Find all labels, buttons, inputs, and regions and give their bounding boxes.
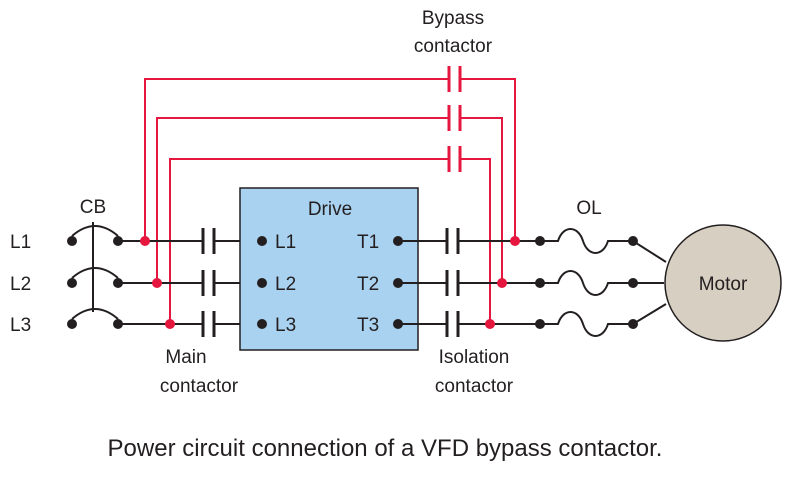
- diagram-caption: Power circuit connection of a VFD bypass…: [108, 435, 663, 462]
- drive-input-L3: L3: [275, 315, 296, 336]
- isolation-contactor-label-2: contactor: [435, 376, 514, 397]
- line-L3-label: L3: [10, 315, 31, 336]
- cb-label: CB: [80, 197, 106, 218]
- overload-relays: [535, 228, 638, 337]
- motor-wiring: [632, 240, 667, 325]
- motor: [664, 224, 782, 342]
- junction-dot-T2: [497, 278, 507, 288]
- junction-dot-L3: [165, 319, 175, 329]
- junction-dot-T3: [485, 319, 495, 329]
- line-L1-label: L1: [10, 232, 31, 253]
- drive-output-T3: T3: [357, 315, 379, 336]
- drive-label: Drive: [308, 199, 352, 220]
- bypass-wiring: [144, 66, 516, 324]
- motor-label: Motor: [699, 274, 748, 295]
- output-wiring: [398, 228, 540, 337]
- drive-output-T2: T2: [357, 274, 379, 295]
- drive-output-T1: T1: [357, 232, 379, 253]
- line-L2-label: L2: [10, 274, 31, 295]
- circuit-breaker: [67, 222, 123, 329]
- isolation-contactor-label-1: Isolation: [439, 347, 510, 368]
- bypass-contactor-label-2: contactor: [414, 36, 493, 57]
- bypass-contactor-label-1: Bypass: [422, 8, 484, 29]
- main-contactor-label-1: Main: [165, 347, 206, 368]
- main-contactor-label-2: contactor: [160, 376, 239, 397]
- drive-box: [239, 187, 419, 351]
- drive-input-L1: L1: [275, 232, 296, 253]
- junction-dot-T1: [510, 236, 520, 246]
- drive-input-L2: L2: [275, 274, 296, 295]
- ol-label: OL: [576, 198, 601, 219]
- junction-dot-L1: [140, 236, 150, 246]
- junction-dot-L2: [152, 278, 162, 288]
